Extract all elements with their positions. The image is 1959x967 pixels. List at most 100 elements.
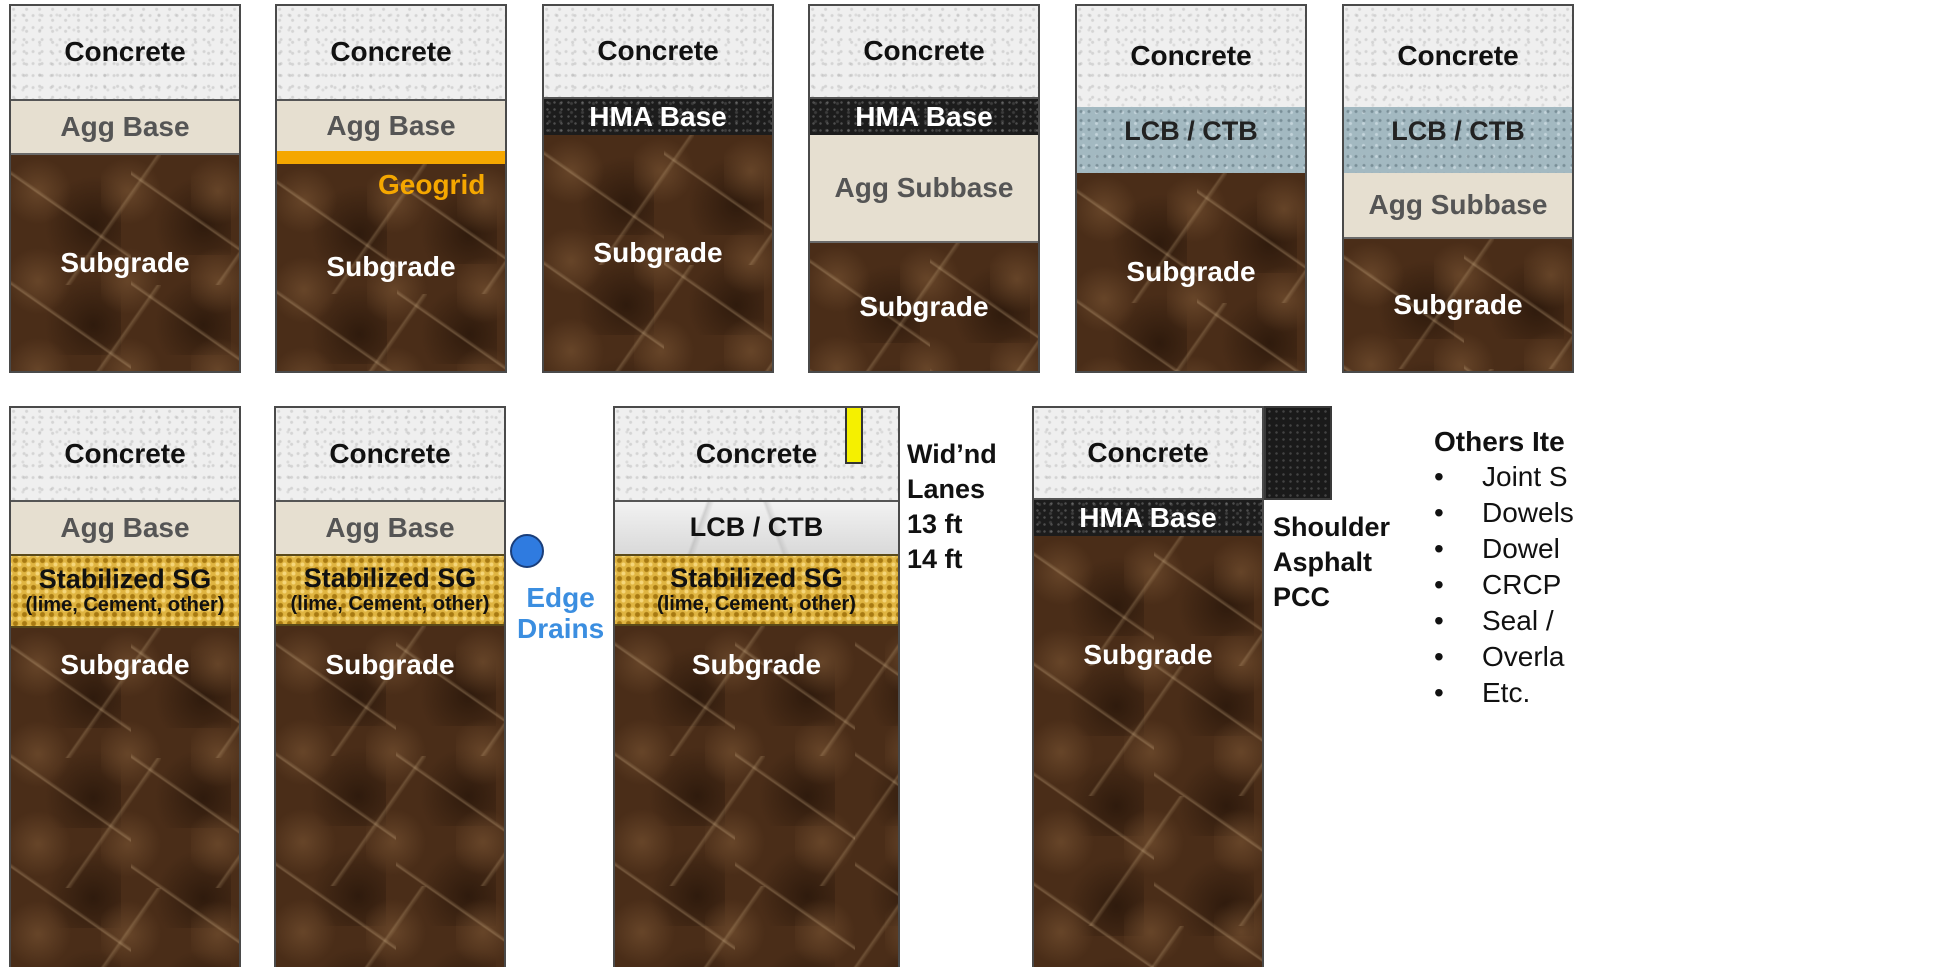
stabilized-sg-layer: Stabilized SG (lime, Cement, other) [615, 554, 898, 626]
concrete-layer: Concrete [1077, 6, 1305, 107]
others-item: Dowels [1434, 495, 1574, 531]
concrete-label: Concrete [64, 36, 186, 68]
stabilized-sg-layer: Stabilized SG (lime, Cement, other) [11, 554, 239, 628]
stabilized-sg-sublabel: (lime, Cement, other) [657, 593, 856, 616]
subgrade-label: Subgrade [1083, 639, 1213, 670]
subgrade-label: Subgrade [325, 649, 455, 680]
subgrade-label: Subgrade [60, 649, 190, 680]
subgrade-layer: Subgrade [615, 626, 898, 967]
agg-base-label: Agg Base [325, 511, 455, 543]
concrete-label: Concrete [1087, 436, 1209, 468]
stabilized-sg-label: Stabilized SG [38, 563, 212, 594]
concrete-label: Concrete [1397, 40, 1519, 72]
concrete-layer: Concrete [810, 6, 1038, 99]
edge-drains-line2: Drains [517, 613, 605, 645]
subgrade-label: Subgrade [1126, 255, 1256, 287]
subgrade-label: Subgrade [691, 649, 822, 680]
concrete-layer: Concrete [11, 6, 239, 101]
lcb-ctb-layer: LCB / CTB [615, 502, 898, 554]
agg-subbase-layer: Agg Subbase [1344, 173, 1572, 239]
others-item: Overla [1434, 639, 1574, 675]
concrete-label: Concrete [64, 437, 186, 469]
stabilized-sg-sublabel: (lime, Cement, other) [290, 593, 490, 616]
widened-lanes-label: Wid’nd Lanes 13 ft 14 ft [907, 437, 997, 577]
subgrade-layer: Subgrade [277, 164, 505, 371]
widened-lanes-line4: 14 ft [907, 544, 963, 575]
widened-lanes-line1: Wid’nd [907, 439, 997, 469]
geogrid-line [277, 151, 505, 164]
concrete-label: Concrete [1130, 40, 1252, 72]
others-item: Etc. [1434, 675, 1574, 711]
stabilized-sg-sublabel: (lime, Cement, other) [25, 594, 225, 617]
agg-subbase-label: Agg Subbase [1368, 188, 1548, 220]
concrete-layer: Concrete [276, 408, 504, 502]
lcb-ctb-label: LCB / CTB [689, 512, 824, 543]
others-item: Joint S [1434, 459, 1574, 495]
shoulder-line1: Shoulder [1273, 512, 1391, 542]
concrete-layer: Concrete [544, 6, 772, 99]
edge-drains-line1: Edge [526, 582, 595, 613]
stabilized-sg-layer: Stabilized SG (lime, Cement, other) [276, 554, 504, 626]
subgrade-label: Subgrade [859, 290, 989, 322]
subgrade-label: Subgrade [326, 251, 456, 283]
lcb-ctb-label: LCB / CTB [1391, 116, 1525, 146]
agg-base-label: Agg Base [326, 109, 456, 141]
edge-drain-icon [510, 534, 544, 568]
concrete-label: Concrete [695, 437, 818, 469]
concrete-layer: Concrete [1344, 6, 1572, 107]
subgrade-layer: Subgrade [11, 628, 239, 967]
section-concrete-hma-shoulder: Concrete HMA Base Subgrade [1032, 406, 1264, 967]
hma-base-layer: HMA Base [1034, 500, 1262, 536]
stabilized-sg-label: Stabilized SG [670, 562, 843, 593]
subgrade-layer: Subgrade [1077, 173, 1305, 371]
subgrade-label: Subgrade [1393, 288, 1523, 320]
hma-base-label: HMA Base [589, 100, 727, 132]
section-concrete-hma-agg-subbase: Concrete HMA Base Agg Subbase Subgrade [808, 4, 1040, 373]
others-item: CRCP [1434, 567, 1574, 603]
shoulder-line2: Asphalt [1273, 547, 1373, 578]
subgrade-layer: Subgrade [276, 626, 504, 967]
section-concrete-hma-base: Concrete HMA Base Subgrade [542, 4, 774, 373]
agg-base-label: Agg Base [60, 511, 190, 543]
widened-lanes-line2: Lanes [907, 474, 986, 505]
lcb-ctb-label: LCB / CTB [1124, 116, 1258, 146]
stabilized-sg-label: Stabilized SG [303, 562, 477, 593]
agg-subbase-layer: Agg Subbase [810, 135, 1038, 243]
shoulder-line3: PCC [1273, 582, 1331, 613]
geogrid-label: Geogrid [378, 169, 486, 200]
section-concrete-lcb-agg-subbase: Concrete LCB / CTB Agg Subbase Subgrade [1342, 4, 1574, 373]
agg-base-layer: Agg Base [277, 101, 505, 151]
subgrade-label: Subgrade [60, 246, 190, 278]
concrete-layer: Concrete [1034, 408, 1262, 500]
subgrade-layer: Subgrade [1034, 536, 1262, 967]
hma-base-label: HMA Base [855, 100, 993, 132]
section-concrete-agg-stabilized-sg-drains: Concrete Agg Base Stabilized SG (lime, C… [274, 406, 506, 967]
agg-base-layer: Agg Base [11, 101, 239, 155]
concrete-layer: Concrete [277, 6, 505, 101]
shoulder-label: Shoulder Asphalt PCC [1273, 510, 1390, 615]
subgrade-layer: Subgrade [1344, 239, 1572, 371]
subgrade-layer: Subgrade [11, 155, 239, 371]
section-concrete-lcb-ctb: Concrete LCB / CTB Subgrade [1075, 4, 1307, 373]
agg-subbase-label: Agg Subbase [834, 171, 1014, 203]
concrete-layer: Concrete [11, 408, 239, 502]
concrete-label: Concrete [329, 437, 451, 469]
edge-drains-label: Edge Drains [517, 582, 604, 645]
section-concrete-agg-base-geogrid: Concrete Agg Base Subgrade Geogrid [275, 4, 507, 373]
lcb-ctb-layer: LCB / CTB [1344, 107, 1572, 173]
subgrade-layer: Subgrade [810, 243, 1038, 371]
widened-lanes-line3: 13 ft [907, 509, 963, 540]
concrete-label: Concrete [863, 35, 985, 67]
agg-base-layer: Agg Base [11, 502, 239, 554]
concrete-label: Concrete [330, 36, 452, 68]
widened-lane-marker [845, 408, 863, 464]
agg-base-layer: Agg Base [276, 502, 504, 554]
others-item: Seal / [1434, 603, 1574, 639]
section-concrete-agg-base: Concrete Agg Base Subgrade [9, 4, 241, 373]
lcb-ctb-layer: LCB / CTB [1077, 107, 1305, 173]
section-concrete-agg-stabilized-sg: Concrete Agg Base Stabilized SG (lime, C… [9, 406, 241, 967]
subgrade-layer: Subgrade [544, 135, 772, 371]
hma-base-layer: HMA Base [810, 99, 1038, 135]
subgrade-label: Subgrade [593, 236, 723, 268]
concrete-label: Concrete [597, 35, 719, 67]
